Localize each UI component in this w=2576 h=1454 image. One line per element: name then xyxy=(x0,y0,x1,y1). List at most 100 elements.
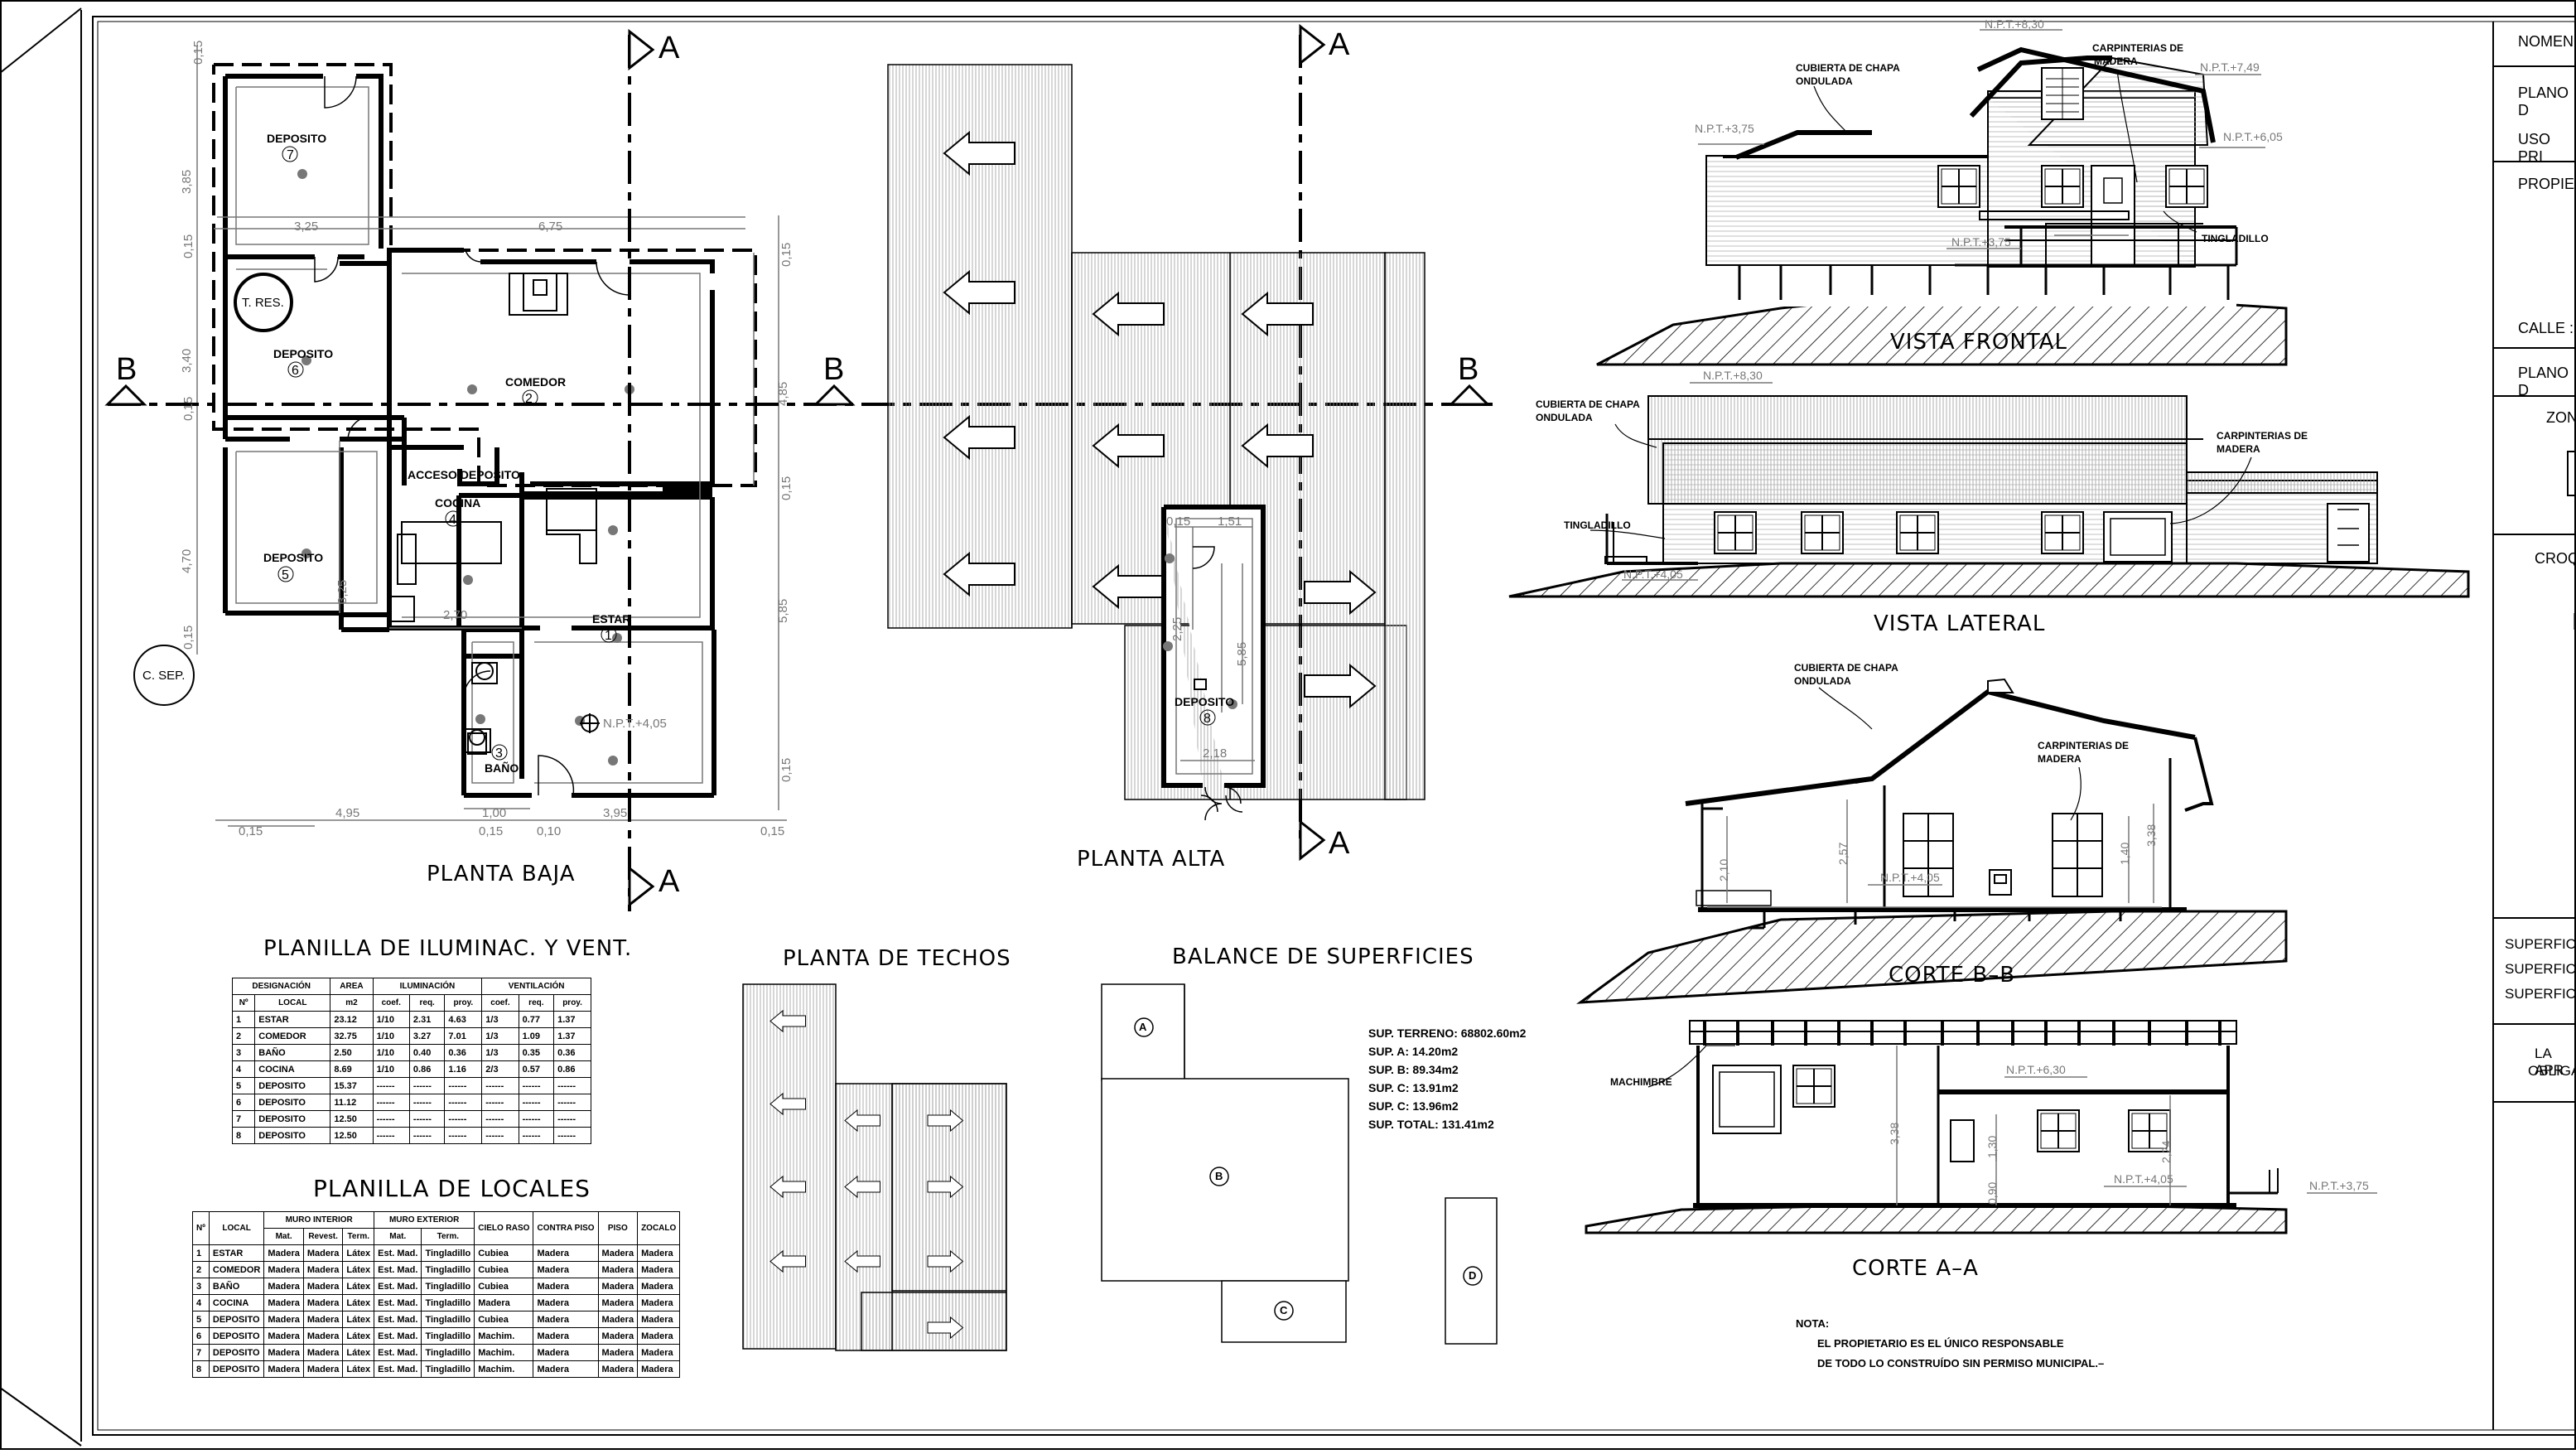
table-cell: Madera xyxy=(263,1311,304,1328)
tb-propied: PROPIED xyxy=(2518,176,2576,192)
table-cell: DEPOSITO xyxy=(254,1110,331,1128)
table-cell: 0.36 xyxy=(553,1044,591,1061)
table-cell: Látex xyxy=(342,1278,375,1295)
table-cell: Machim. xyxy=(474,1360,534,1378)
table-cell: DEPOSITO xyxy=(208,1311,265,1328)
table-cell: DEPOSITO xyxy=(254,1127,331,1144)
zone-label: B xyxy=(1215,1170,1223,1182)
table-cell: 7 xyxy=(231,1110,256,1128)
dim-label: 3,38 xyxy=(2144,824,2158,847)
table-cell: Madera xyxy=(637,1278,681,1295)
planta-baja xyxy=(133,63,757,798)
table-cell: Madera xyxy=(597,1327,639,1345)
tb-obliga: OBLIGA xyxy=(2528,1063,2576,1079)
table-cell: ------ xyxy=(518,1077,555,1094)
nota-line: EL PROPIETARIO ES EL ÚNICO RESPONSABLE xyxy=(1817,1337,2064,1350)
annot: CUBIERTA DE CHAPA xyxy=(1794,662,1898,674)
table-header-row: Nº LOCAL MURO INTERIOR MURO EXTERIOR CIE… xyxy=(192,1211,681,1245)
table-header-row: DESIGNACIÓN AREA ILUMINACIÓN VENTILACIÓN xyxy=(231,978,591,995)
dim-label: 2,57 xyxy=(1836,843,1850,865)
table-cell: 1 xyxy=(231,1011,256,1028)
table-header: req. xyxy=(408,994,446,1012)
table-cell: Madera xyxy=(302,1261,344,1278)
tb-calle: CALLE : xyxy=(2518,320,2574,336)
room-number: 3 xyxy=(495,746,503,761)
table-cell: Madera xyxy=(637,1261,681,1278)
table-cell: 4 xyxy=(231,1060,256,1078)
table-cell: Látex xyxy=(342,1360,375,1378)
table-cell: 6 xyxy=(231,1094,256,1111)
table-cell: Madera xyxy=(533,1294,599,1311)
table-header: Nº xyxy=(192,1211,210,1245)
table-cell: Est. Mad. xyxy=(374,1344,422,1361)
table-cell: Madera xyxy=(533,1244,599,1262)
svg-labels: A A A A B B B DEPOSITO 7 DEPOSITO 6 DEPO… xyxy=(116,17,2369,1205)
annot: MADERA xyxy=(2217,443,2260,455)
table-header: m2 xyxy=(330,994,374,1012)
balance-line: SUP. A: 14.20m2 xyxy=(1368,1045,1459,1058)
planta-alta xyxy=(887,64,1425,821)
annot: MADERA xyxy=(2094,56,2138,67)
table-cell: COMEDOR xyxy=(254,1027,331,1045)
table-cell: 32.75 xyxy=(330,1027,374,1045)
table-cell: ------ xyxy=(372,1094,410,1111)
table-header: Term. xyxy=(421,1228,475,1245)
table-cell: 3 xyxy=(192,1278,210,1295)
vista-lateral xyxy=(1508,382,2470,598)
section-markers xyxy=(104,23,1491,908)
table-cell: Madera xyxy=(533,1327,599,1345)
table-cell: ------ xyxy=(408,1077,446,1094)
table-cell: 0.86 xyxy=(408,1060,446,1078)
section-a-label: A xyxy=(1329,27,1350,62)
table-cell: Madera xyxy=(474,1294,534,1311)
table-cell: Madera xyxy=(637,1244,681,1262)
table-cell: Tingladillo xyxy=(421,1327,475,1345)
dim-label: 0,15 xyxy=(191,41,205,65)
tb-nomenc: NOMENC xyxy=(2518,33,2576,50)
table-header: MURO INTERIOR xyxy=(263,1211,375,1229)
table-cell: ------ xyxy=(553,1110,591,1128)
title-planilla-ilum: PLANILLA DE ILUMINAC. Y VENT. xyxy=(263,936,633,961)
dim-label: 1,51 xyxy=(1218,514,1242,529)
table-cell: COMEDOR xyxy=(208,1261,265,1278)
room-deposito-8: DEPOSITO xyxy=(1175,695,1234,708)
dim-label: 0,15 xyxy=(760,824,784,838)
dim-label: 3,25 xyxy=(335,580,350,604)
table-cell: Madera xyxy=(533,1360,599,1378)
table-cell: Est. Mad. xyxy=(374,1360,422,1378)
t-res-label: T. RES. xyxy=(242,296,284,310)
room-bano: BAÑO xyxy=(485,761,519,775)
table-cell: DEPOSITO xyxy=(208,1360,265,1378)
table-cell: Est. Mad. xyxy=(374,1327,422,1345)
table-cell: Madera xyxy=(263,1344,304,1361)
room-number: 5 xyxy=(282,568,289,582)
balance-line: SUP. TOTAL: 131.41m2 xyxy=(1368,1118,1494,1131)
table-cell: ------ xyxy=(444,1077,483,1094)
table-cell: Látex xyxy=(342,1327,375,1345)
table-cell: ------ xyxy=(481,1127,519,1144)
table-cell: Machim. xyxy=(474,1344,534,1361)
table-header: req. xyxy=(518,994,555,1012)
dim-label: 3,38 xyxy=(1888,1123,1901,1145)
tb-superfic: SUPERFIC xyxy=(2505,936,2576,952)
table-cell: 1.09 xyxy=(518,1027,555,1045)
section-b-label: B xyxy=(116,352,137,387)
table-cell: ------ xyxy=(553,1127,591,1144)
annot: ONDULADA xyxy=(1796,75,1853,87)
table-cell: ------ xyxy=(372,1127,410,1144)
npt-label: N.P.T.+3,75 xyxy=(1695,122,1754,135)
dim-label: 4,85 xyxy=(776,382,790,406)
table-cell: Madera xyxy=(302,1278,344,1295)
table-cell: Madera xyxy=(263,1360,304,1378)
dim-label: 3,85 xyxy=(180,170,194,194)
table-cell: ------ xyxy=(408,1094,446,1111)
table-header: AREA xyxy=(330,978,374,995)
table-header: CONTRA PISO xyxy=(533,1211,599,1245)
